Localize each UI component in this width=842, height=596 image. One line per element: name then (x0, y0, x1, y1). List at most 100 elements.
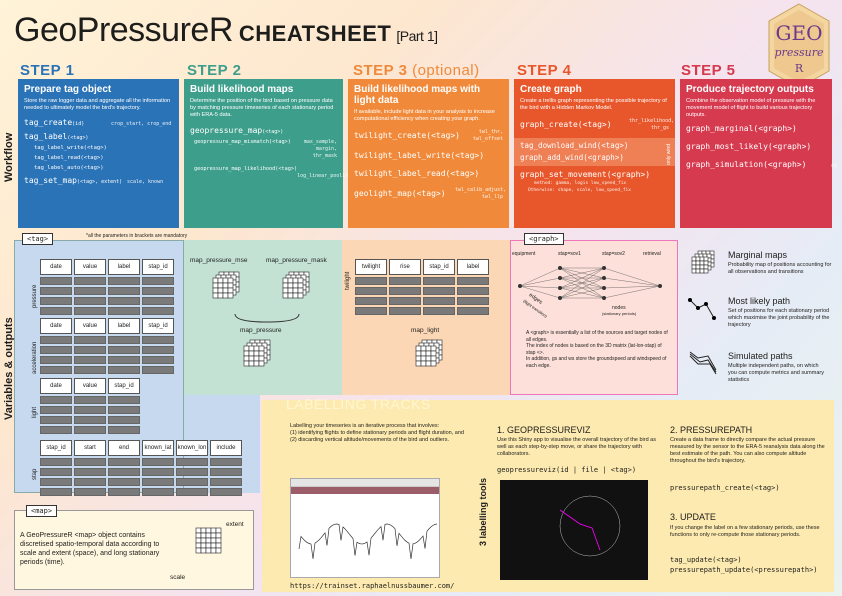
fn-graph-create-row: graph_create(<tag>) thr_likelihood, thr_g… (520, 117, 675, 132)
table-cell (210, 468, 242, 476)
table-cell (74, 478, 106, 486)
table-cell (108, 426, 140, 434)
map-light-cube (415, 339, 443, 367)
trainset-url[interactable]: https://trainset.raphaelnussbaumer.com/ (290, 582, 455, 590)
table-cell (142, 488, 174, 496)
col-header-label: label (457, 259, 489, 275)
fn-tag-label-name: tag_label (24, 131, 68, 141)
tool3-desc: If you change the label on a few station… (670, 525, 820, 538)
fn-tag-create[interactable]: tag_create(id) crop_start, crop_end (24, 118, 173, 129)
table-cell (108, 307, 140, 315)
col-header-stap-id: stap_id (142, 318, 174, 334)
fn-tag-download-wind[interactable]: tag_download_wind(<tag>) (520, 140, 629, 150)
step4-card: Create graph Create a trellis graph repr… (514, 79, 675, 228)
fn-geolight-map[interactable]: geolight_map(<tag>) (354, 188, 446, 198)
browser-bar (291, 479, 439, 487)
table-cell (40, 366, 72, 374)
fn-twilight-create[interactable]: twilight_create(<tag>) (354, 130, 460, 140)
step3-header: STEP 3 (optional) (353, 63, 480, 79)
fn-tag-set-map[interactable]: tag_set_map(<tag>, extent) scale, known (24, 176, 173, 187)
scale-label: scale (170, 574, 186, 581)
fn-twilight-label-read[interactable]: twilight_label_read(<tag>) (354, 168, 480, 178)
node-stap2: stap=sov2 (602, 251, 625, 257)
table-cell (210, 478, 242, 486)
step5-header: STEP 5 (681, 62, 736, 79)
table-cell (108, 277, 140, 285)
table-cell (108, 396, 140, 404)
labelling-intro: Labelling your timeseries is an iterativ… (290, 423, 470, 444)
fn-tag-update[interactable]: tag_update(<tag>) (670, 556, 742, 564)
table-cell (389, 297, 421, 305)
fn-likelihood[interactable]: geopressure_map_likelihood(<tag>) (194, 166, 298, 173)
table-cell (423, 287, 455, 295)
table-cell (176, 478, 208, 486)
fn-tag-label[interactable]: tag_label(<tag>) (24, 132, 173, 143)
geopressureviz-screenshot[interactable] (500, 480, 648, 580)
pressure-map-cubes (212, 271, 310, 323)
fn-geopressure-map[interactable]: geopressure_map(<tag>) (190, 126, 337, 137)
fn-twilight-create-opt: twl_thr, twl_offset (472, 128, 503, 142)
col-header-known-lat: known_lat (142, 440, 174, 456)
table-cell (40, 287, 72, 295)
map-light-label: map_light (411, 327, 440, 334)
trainset-screenshot[interactable] (290, 478, 440, 578)
table-cell (40, 426, 72, 434)
graph-diagram (518, 266, 662, 300)
table-cell (108, 488, 140, 496)
fn-tag-set-map-name: tag_set_map (24, 175, 77, 185)
table-cell (389, 307, 421, 315)
table-cell (74, 488, 106, 496)
fn-tag-label-read[interactable]: tag_label_read(<tag>) (34, 154, 104, 161)
step2-desc: Determine the position of the bird based… (190, 98, 334, 118)
col-header-stap-id: stap_id (108, 378, 140, 394)
title-main: GeoPressureR (14, 11, 233, 49)
fn-geopressureviz[interactable]: geopressureviz(id | file | <tag>) (497, 466, 637, 474)
map-desc: A GeoPressureR <map> object contains dis… (20, 532, 160, 566)
fn-tag-create-opt: crop_start, crop_end (111, 120, 172, 127)
fn-tag-label-auto[interactable]: tag_label_auto(<tag>) (34, 164, 104, 171)
fn-graph-marginal[interactable]: graph_marginal(<graph>) (686, 124, 797, 134)
col-header-date: date (40, 318, 72, 334)
step1-card: Prepare tag object Store the raw logger … (18, 79, 179, 228)
nodes-sub: (stationary periods) (602, 311, 637, 316)
movement-otherwise: Otherwise: shape, scale, low_speed_fix (528, 187, 631, 193)
col-header-date: date (40, 259, 72, 275)
table-cell (142, 366, 174, 374)
fn-graph-add-wind[interactable]: graph_add_wind(<graph>) (520, 152, 624, 162)
fn-pressurepath-create[interactable]: pressurepath_create(<tag>) (670, 484, 780, 492)
cube-marginal (691, 250, 715, 274)
col-header-include: include (210, 440, 242, 456)
table-cell (108, 297, 140, 305)
fn-graph-simulation[interactable]: graph_simulation(<graph>) nj (686, 160, 837, 171)
nodes-label: nodes (612, 305, 626, 311)
simulated-desc: Multiple independent paths, on which you… (728, 363, 824, 383)
fn-graph-create-opt: thr_likelihood, thr_gs (629, 117, 675, 131)
col-header-rise: rise (389, 259, 421, 275)
step5-card: Produce trajectory outputs Combine the o… (680, 79, 837, 228)
fn-twilight-label-write[interactable]: twilight_label_write(<tag>) (354, 150, 485, 160)
table-cell (40, 307, 72, 315)
cube-mse (212, 271, 240, 299)
table-cell (355, 307, 387, 315)
table-cell (142, 277, 174, 285)
fn-tag-label-write[interactable]: tag_label_write(<tag>) (34, 144, 107, 151)
fn-likelihood-row: geopressure_map_likelihood(<tag>)sd, log… (194, 166, 372, 180)
col-header-stap-id: stap_id (423, 259, 455, 275)
table-cell (108, 366, 140, 374)
most-likely-title: Most likely path (728, 296, 791, 306)
fn-graph-create[interactable]: graph_create(<tag>) (520, 119, 612, 129)
graph-nodes (518, 266, 662, 300)
fn-graph-set-movement[interactable]: graph_set_movement(<graph>) (520, 169, 651, 179)
step2-header: STEP 2 (187, 62, 242, 79)
table-cell (355, 287, 387, 295)
fn-graph-most-likely[interactable]: graph_most_likely(<graph>) (686, 142, 812, 152)
marginal-title: Marginal maps (728, 250, 788, 260)
row-stap: stap (32, 468, 38, 480)
step3-card: Build likelihood maps with light data If… (348, 79, 509, 228)
fn-mismatch[interactable]: geopressure_map_mismatch(<tag>) (194, 139, 291, 146)
fn-pressurepath-update[interactable]: pressurepath_update(<pressurepath>) (670, 566, 818, 574)
tool3-title: 3. UPDATE (670, 512, 716, 522)
table-cell (40, 458, 72, 466)
fn-tag-create-name: tag_create (24, 117, 73, 127)
